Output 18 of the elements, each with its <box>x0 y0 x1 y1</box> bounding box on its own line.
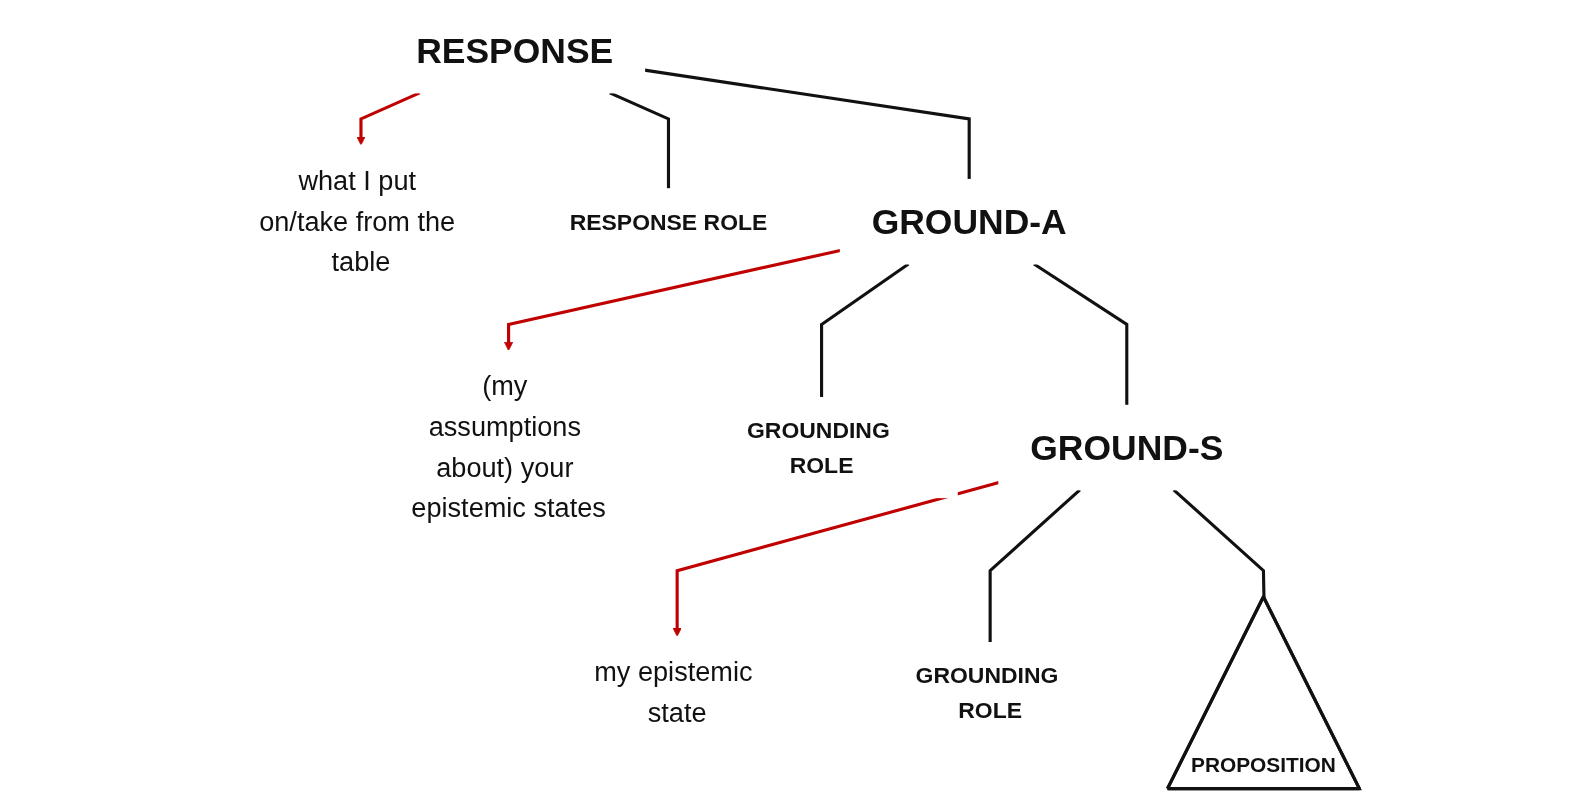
node-text: my epistemic state <box>594 656 753 729</box>
connector <box>1033 262 1129 406</box>
connector <box>820 262 910 398</box>
connector <box>609 91 671 189</box>
node-text: GROUNDING ROLE <box>915 662 1059 723</box>
connector <box>644 68 971 180</box>
connector <box>988 488 1082 643</box>
node-text: RESPONSE ROLE <box>569 208 768 235</box>
node-text: what I put on/take from the table <box>259 164 456 278</box>
node-text: RESPONSE <box>416 30 614 70</box>
arrow <box>356 91 421 146</box>
node-text: GROUND-S <box>1030 427 1224 467</box>
node-text: GROUND-A <box>871 201 1067 242</box>
node-text: (my assumptions about) your epistemic states <box>411 370 606 524</box>
arrow <box>672 481 1000 637</box>
connector <box>1172 488 1266 598</box>
node-text: GROUNDING ROLE <box>747 417 890 478</box>
arrow <box>504 248 841 351</box>
